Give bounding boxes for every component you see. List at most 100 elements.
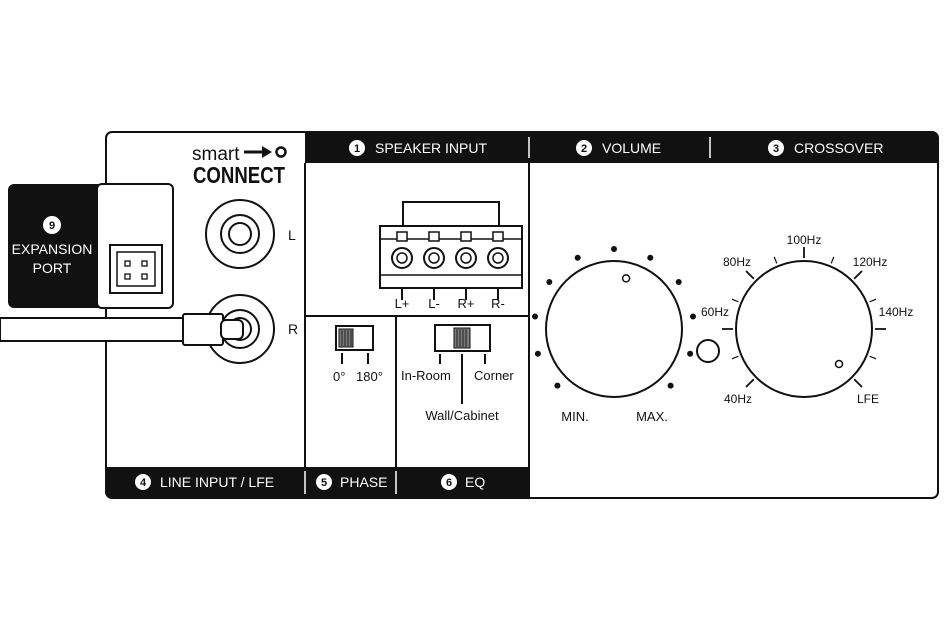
crossover-label-100hz: 100Hz [787, 233, 822, 247]
eq-corner-label: Corner [474, 368, 514, 383]
terminal-release-tab [492, 231, 504, 242]
crossover-minor-tick [830, 256, 835, 264]
section-volume: 2 VOLUME [576, 140, 661, 156]
section-label: PHASE [340, 474, 387, 490]
crossover-minor-tick [773, 256, 778, 264]
crossover-knob[interactable] [735, 260, 873, 398]
section-number: 6 [446, 477, 452, 489]
volume-scale-dot [574, 254, 581, 261]
volume-scale-dot [667, 382, 674, 389]
crossover-minor-tick [731, 298, 739, 303]
expansion-label-line2: PORT [33, 260, 72, 276]
top-header-band [305, 132, 938, 163]
terminal-release-tab [396, 231, 408, 242]
section-phase: 5 PHASE [316, 474, 387, 490]
crossover-knob-body [735, 260, 873, 398]
section-number: 9 [49, 220, 55, 232]
volume-scale-dot [546, 279, 553, 285]
crossover-knob-indicator [834, 359, 844, 369]
logo-word-connect: CONNECT [193, 162, 285, 188]
section-label: CROSSOVER [794, 140, 883, 156]
terminal-release-tab [460, 231, 472, 242]
terminal-screw-inner [460, 252, 472, 264]
crossover-label-140hz: 140Hz [879, 305, 914, 319]
volume-scale-dot [611, 246, 617, 252]
section-label: EQ [465, 474, 485, 490]
expansion-port-connector[interactable] [109, 244, 163, 294]
rca-jack-left[interactable] [205, 199, 275, 269]
connector-pin [141, 260, 148, 267]
section-crossover: 3 CROSSOVER [768, 140, 883, 156]
rca-left-label: L [288, 227, 296, 243]
volume-max-label: MAX. [636, 409, 668, 424]
section-number-badge [43, 216, 61, 234]
speaker-terminal[interactable]: L+ [391, 231, 413, 311]
terminal-screw-inner [492, 252, 504, 264]
phase-0-label: 0° [333, 369, 345, 384]
crossover-major-tick [745, 378, 755, 388]
volume-scale-dots [532, 246, 696, 389]
phase-180-label: 180° [356, 369, 383, 384]
volume-knob[interactable] [545, 260, 683, 398]
logo-arrow-head-icon [262, 146, 272, 158]
speaker-terminal[interactable]: L- [423, 231, 445, 311]
switch-slider [453, 327, 471, 349]
section-number: 3 [773, 143, 779, 155]
connector-pin [124, 260, 131, 267]
speaker-terminal[interactable]: R+ [455, 231, 477, 311]
crossover-minor-tick [869, 298, 877, 303]
phase-switch[interactable] [335, 325, 374, 364]
crossover-label-lfe: LFE [857, 392, 879, 406]
crossover-major-tick [853, 378, 863, 388]
volume-scale-dot [534, 350, 541, 357]
eq-wall-cabinet-label: Wall/Cabinet [425, 408, 499, 423]
terminal-screw-inner [396, 252, 408, 264]
cable-body [0, 317, 186, 342]
crossover-major-tick [853, 270, 863, 280]
terminal-label: R+ [458, 296, 475, 311]
crossover-label-40hz: 40Hz [724, 392, 752, 406]
terminal-label: L- [428, 296, 440, 311]
rca-cable [0, 313, 244, 346]
cable-plug-tip [220, 319, 244, 340]
section-number: 5 [321, 477, 327, 489]
speaker-terminals: L+ L- R+ R- [391, 231, 509, 311]
section-number-badge [316, 474, 332, 490]
eq-in-room-label: In-Room [401, 368, 451, 383]
section-number-badge [576, 140, 592, 156]
status-led [696, 339, 720, 363]
crossover-major-tick [745, 270, 755, 280]
section-speaker-input: 1 SPEAKER INPUT [349, 140, 487, 156]
smart-connect-logo: smart CONNECT [192, 144, 287, 188]
section-number: 1 [354, 143, 360, 155]
terminal-label: R- [491, 296, 505, 311]
crossover-minor-tick [869, 355, 877, 360]
logo-ring-icon [275, 146, 287, 158]
crossover-label-60hz: 60Hz [701, 305, 729, 319]
volume-knob-indicator [621, 274, 631, 283]
crossover-minor-tick [731, 355, 739, 360]
connector-pin [141, 273, 148, 280]
cable-plug [182, 313, 224, 346]
terminal-label: L+ [395, 296, 410, 311]
volume-scale-dot [554, 382, 561, 389]
section-label: LINE INPUT / LFE [160, 474, 274, 490]
volume-scale-dot [647, 254, 654, 261]
eq-switch[interactable] [434, 324, 491, 404]
logo-word-smart: smart [192, 144, 240, 165]
section-number-badge [441, 474, 457, 490]
expansion-port-area: 9 EXPANSION PORT [8, 183, 174, 309]
terminal-release-tab [428, 231, 440, 242]
section-eq: 6 EQ [441, 474, 485, 490]
crossover-label-80hz: 80Hz [723, 255, 751, 269]
crossover-label-120hz: 120Hz [853, 255, 888, 269]
section-label: SPEAKER INPUT [375, 140, 487, 156]
crossover-scale [722, 247, 886, 388]
section-number-badge [135, 474, 151, 490]
speaker-terminal[interactable]: R- [487, 231, 509, 311]
connector-inner [116, 251, 156, 287]
section-number-badge [768, 140, 784, 156]
connector-pin [124, 273, 131, 280]
section-number: 2 [581, 143, 587, 155]
